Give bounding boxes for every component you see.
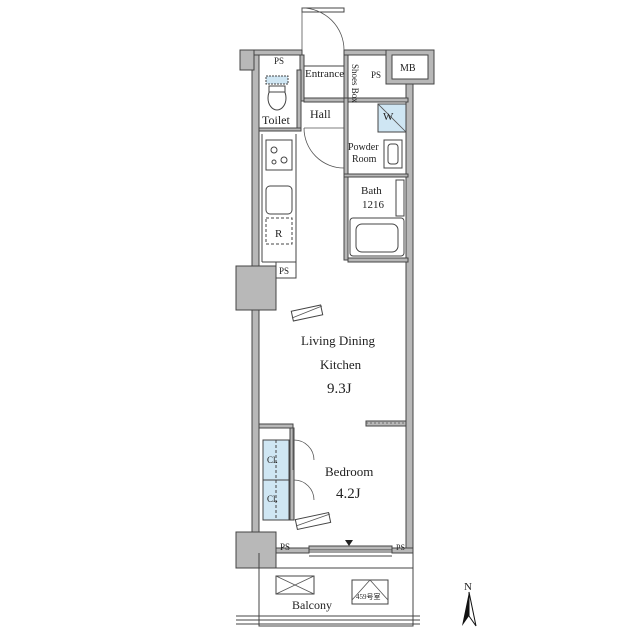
window-marker-icon — [294, 511, 332, 531]
stove-icon — [265, 139, 293, 171]
mb-label: MB — [400, 63, 416, 74]
ps-bottom-left-label: PS — [280, 542, 290, 552]
north-arrow-icon: N — [462, 581, 477, 627]
ps-top-label: PS — [274, 56, 284, 66]
evac-hatch-icon — [351, 579, 389, 605]
toilet-label: Toilet — [262, 113, 290, 127]
sink-icon — [265, 185, 293, 215]
washer-label: W — [383, 111, 394, 123]
evac-hatch-label: 459号室 — [356, 592, 381, 601]
bedroom-label: Bedroom — [325, 464, 373, 479]
closet-1-label: Cl. — [267, 455, 278, 465]
ac-unit-icon — [275, 575, 315, 595]
ldk-size-label: 9.3J — [327, 381, 352, 397]
ldk-label-2: Kitchen — [320, 357, 362, 372]
sink-icon — [383, 139, 403, 169]
ldk-label-1: Living Dining — [301, 333, 376, 348]
bedroom-size-label: 4.2J — [336, 486, 361, 502]
closet-2-label: Cl. — [267, 494, 278, 504]
toilet-icon — [265, 75, 289, 111]
ps-kitchen-label: PS — [279, 266, 289, 276]
window-marker-icon — [345, 540, 353, 546]
shoes-box-label: Shoes Box — [350, 64, 360, 103]
fridge-label: R — [275, 228, 283, 240]
washer-icon — [377, 103, 407, 133]
ps-bottom-right-label: PS — [396, 543, 405, 552]
entrance-label: Entrance — [305, 68, 344, 80]
hall-label: Hall — [310, 107, 331, 121]
bathtub-icon — [349, 179, 405, 257]
door-swing-icon — [301, 7, 345, 51]
powder-room-label-2: Room — [352, 154, 377, 165]
powder-room-label-1: Powder — [348, 142, 379, 153]
door-swing-icon — [292, 428, 315, 501]
bath-label-2: 1216 — [362, 199, 385, 211]
door-swing-icon — [303, 127, 345, 169]
bath-label-1: Bath — [361, 185, 382, 197]
ps-entrance-label: PS — [371, 70, 381, 80]
fridge-icon — [265, 217, 293, 245]
outer-walls — [235, 49, 435, 627]
interior-walls — [258, 54, 409, 557]
north-label: N — [464, 581, 472, 593]
balcony-label: Balcony — [292, 598, 332, 612]
window-marker-icon — [290, 304, 324, 322]
